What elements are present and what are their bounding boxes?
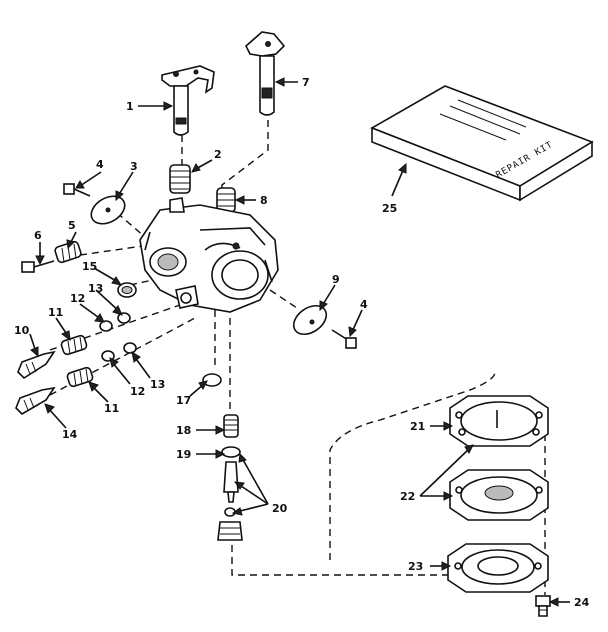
- part-20-inlet-needle: [223, 461, 239, 503]
- part-2-spring: [169, 164, 191, 194]
- part-17-cup-plug: [202, 373, 222, 387]
- part-23-cover: [447, 543, 549, 593]
- callout-18: 18: [176, 424, 191, 437]
- callout-9: 9: [332, 273, 340, 286]
- callout-12-upper: 12: [70, 292, 85, 305]
- callout-13-lower: 13: [150, 378, 165, 391]
- part-21-gasket: [449, 395, 549, 447]
- part-13-o-ring-upper: [117, 312, 131, 324]
- callout-7: 7: [302, 76, 310, 89]
- callout-1: 1: [126, 100, 134, 113]
- part-12-washer-upper: [99, 320, 113, 332]
- callout-12-lower: 12: [130, 385, 145, 398]
- callout-24: 24: [574, 596, 590, 609]
- callout-labels: 1 2 3 4 5 6 7 8 9 4 10 11 12 13 15 12 13…: [14, 76, 590, 609]
- callout-25: 25: [382, 202, 397, 215]
- part-19-washer: [221, 446, 241, 458]
- part-1-throttle-shaft: [161, 65, 215, 136]
- part-4-screw-lower: [331, 329, 357, 349]
- callout-20: 20: [272, 502, 288, 515]
- callout-4-lower: 4: [360, 298, 368, 311]
- part-9-choke-plate: [292, 304, 328, 336]
- part-10-idle-needle: [17, 350, 56, 380]
- part-24-screw: [535, 595, 551, 617]
- part-15-welch-plug: [117, 282, 137, 298]
- callout-2: 2: [214, 148, 222, 161]
- callout-21: 21: [410, 420, 425, 433]
- part-14-main-needle: [15, 386, 56, 416]
- part-7-choke-shaft: [245, 31, 286, 116]
- carburetor-body: [139, 197, 279, 313]
- callout-5: 5: [68, 219, 76, 232]
- part-20-seat: [217, 507, 243, 541]
- part-4-screw-upper: [63, 183, 91, 197]
- part-5-spring: [54, 240, 82, 264]
- callout-19: 19: [176, 448, 191, 461]
- callout-4-upper: 4: [96, 158, 104, 171]
- callout-22: 22: [400, 490, 415, 503]
- callout-13-upper: 13: [88, 282, 103, 295]
- part-22-diaphragm: [449, 469, 549, 521]
- part-18-spring: [223, 414, 239, 438]
- callout-15: 15: [82, 260, 97, 273]
- assembly-dashed-lines: [49, 120, 546, 595]
- callout-6: 6: [34, 229, 42, 242]
- part-25-repair-kit: REPAIR KIT: [370, 85, 594, 202]
- part-6-screw: [21, 260, 55, 273]
- part-11-spring-upper: [60, 334, 88, 356]
- leader-lines: [29, 77, 570, 607]
- callout-3: 3: [130, 160, 138, 173]
- callout-11-upper: 11: [48, 306, 63, 319]
- callout-8: 8: [260, 194, 268, 207]
- callout-11-lower: 11: [104, 402, 119, 415]
- callout-17: 17: [176, 394, 191, 407]
- callout-10: 10: [14, 324, 30, 337]
- part-3-throttle-plate: [90, 195, 126, 225]
- callout-23: 23: [408, 560, 423, 573]
- part-11-spring-lower: [66, 366, 94, 388]
- callout-14: 14: [62, 428, 78, 441]
- part-13-o-ring-lower: [123, 342, 137, 354]
